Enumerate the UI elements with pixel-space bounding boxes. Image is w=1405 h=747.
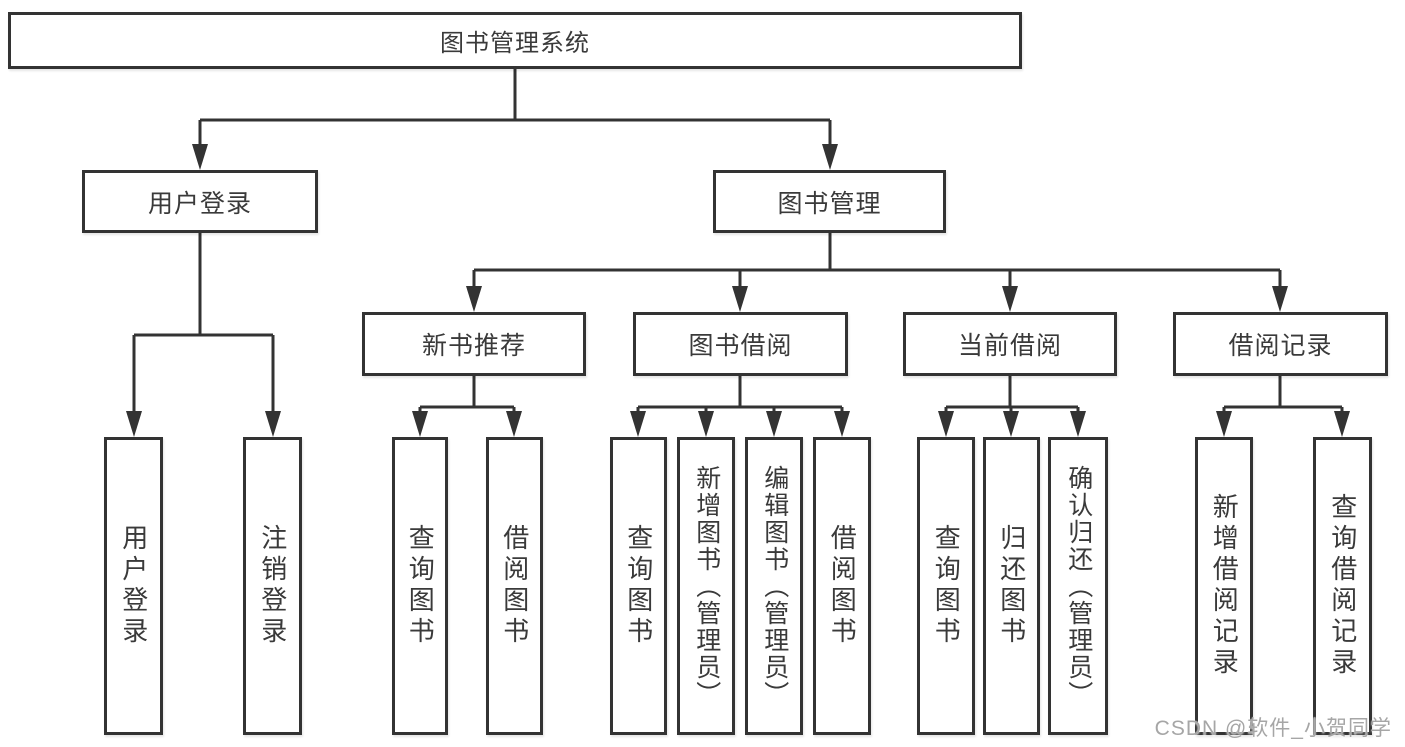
connector-user-login — [132, 233, 275, 415]
leaf-logout: 注销登录 — [243, 437, 302, 735]
arrow-icon — [630, 411, 646, 437]
node-borrow-records: 借阅记录 — [1173, 312, 1388, 376]
leaf-add-book-admin-label: 新增图书（管理员） — [692, 464, 721, 708]
leaf-borrow-books-1: 借阅图书 — [486, 437, 543, 735]
arrow-icon — [732, 286, 748, 312]
arrow-icon — [1272, 286, 1288, 312]
arrow-icon — [1002, 286, 1018, 312]
leaf-query-books-3: 查询图书 — [917, 437, 975, 735]
node-root: 图书管理系统 — [8, 12, 1022, 69]
arrow-icon — [412, 411, 428, 437]
leaf-user-login: 用户登录 — [104, 437, 163, 735]
node-borrow-records-label: 借阅记录 — [1228, 332, 1333, 360]
node-user-login: 用户登录 — [82, 170, 318, 233]
leaf-borrow-books-1-label: 借阅图书 — [499, 524, 530, 648]
leaf-query-books-3-label: 查询图书 — [931, 524, 962, 648]
node-user-login-label: 用户登录 — [147, 189, 252, 218]
leaf-query-borrow-record: 查询借阅记录 — [1313, 437, 1372, 735]
node-book-management-label: 图书管理 — [777, 189, 882, 218]
node-current-borrow: 当前借阅 — [903, 312, 1117, 376]
connector-borrow-records — [1222, 376, 1344, 415]
leaf-query-books-1: 查询图书 — [392, 437, 448, 735]
node-new-book-recommend-label: 新书推荐 — [421, 332, 526, 360]
arrow-icon — [265, 411, 281, 437]
arrow-icon — [1334, 411, 1350, 437]
connector-new-book-recommend — [418, 376, 516, 415]
leaf-query-books-2: 查询图书 — [610, 437, 667, 735]
arrow-icon — [1216, 411, 1232, 437]
leaf-confirm-return-admin: 确认归还（管理员） — [1048, 437, 1108, 735]
node-book-borrow-label: 图书借阅 — [688, 332, 793, 360]
arrow-icon — [834, 411, 850, 437]
leaf-logout-label: 注销登录 — [257, 524, 288, 648]
leaf-add-borrow-record-label: 新增借阅记录 — [1209, 493, 1240, 679]
arrow-icon — [126, 411, 142, 437]
leaf-add-borrow-record: 新增借阅记录 — [1195, 437, 1253, 735]
arrow-icon — [766, 411, 782, 437]
arrow-icon — [938, 411, 954, 437]
node-book-borrow: 图书借阅 — [633, 312, 848, 376]
arrow-icon — [192, 144, 208, 170]
leaf-query-books-2-label: 查询图书 — [623, 524, 654, 648]
connector-root — [198, 69, 832, 150]
node-current-borrow-label: 当前借阅 — [957, 332, 1062, 360]
watermark: CSDN @软件_小贺同学 — [1154, 717, 1392, 740]
connector-book-borrow — [636, 376, 844, 415]
leaf-query-books-1-label: 查询图书 — [405, 524, 436, 648]
leaf-return-book: 归还图书 — [983, 437, 1040, 735]
leaf-edit-book-admin: 编辑图书（管理员） — [745, 437, 803, 735]
node-new-book-recommend: 新书推荐 — [362, 312, 586, 376]
arrow-icon — [822, 144, 838, 170]
leaf-borrow-books-2-label: 借阅图书 — [827, 524, 858, 648]
connector-current-borrow — [944, 376, 1080, 415]
arrow-icon — [1003, 411, 1019, 437]
leaf-borrow-books-2: 借阅图书 — [813, 437, 871, 735]
node-root-label: 图书管理系统 — [440, 30, 590, 57]
arrow-icon — [466, 286, 482, 312]
leaf-edit-book-admin-label: 编辑图书（管理员） — [760, 464, 789, 708]
leaf-add-book-admin: 新增图书（管理员） — [677, 437, 735, 735]
arrow-icon — [506, 411, 522, 437]
arrow-icon — [1070, 411, 1086, 437]
node-book-management: 图书管理 — [713, 170, 946, 233]
leaf-query-borrow-record-label: 查询借阅记录 — [1327, 493, 1358, 679]
leaf-confirm-return-admin-label: 确认归还（管理员） — [1064, 464, 1093, 708]
leaf-user-login-label: 用户登录 — [118, 524, 149, 648]
leaf-return-book-label: 归还图书 — [996, 524, 1027, 648]
connector-book-management — [472, 233, 1282, 290]
arrow-icon — [698, 411, 714, 437]
